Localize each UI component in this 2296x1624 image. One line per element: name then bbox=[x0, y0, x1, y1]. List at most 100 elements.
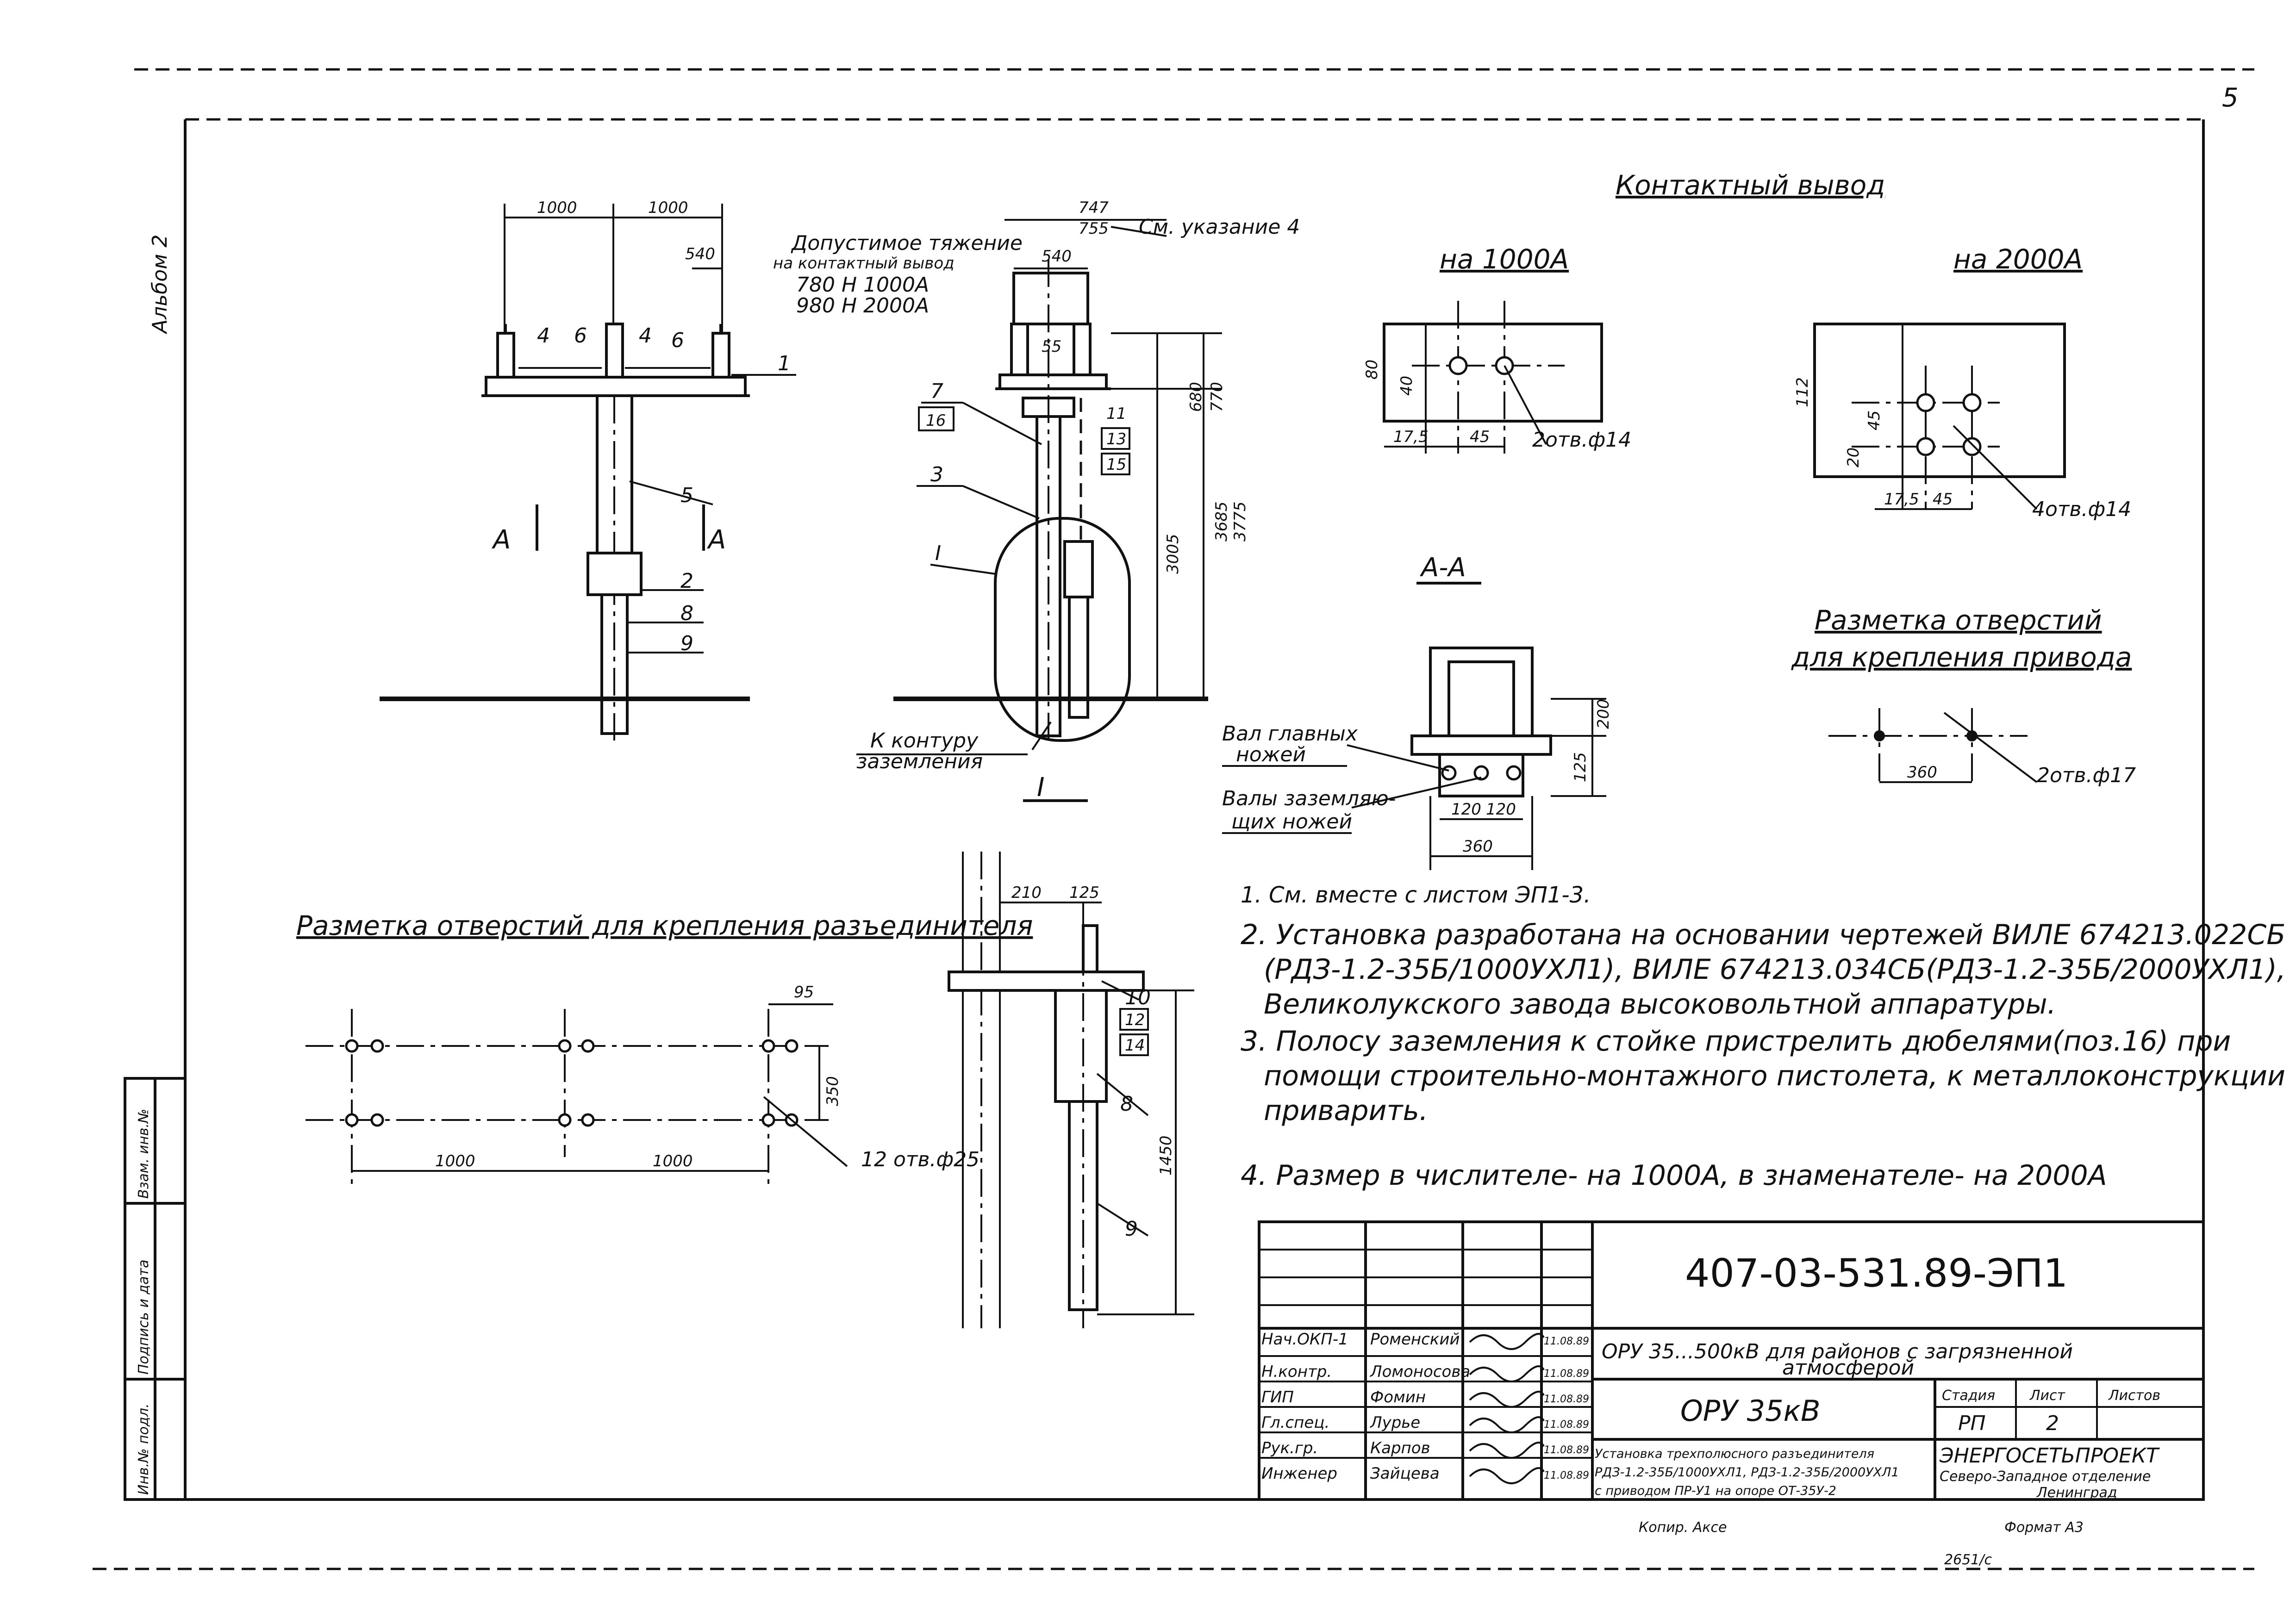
c2000-dim-45v: 45 bbox=[1865, 411, 1884, 430]
disc-holes: 12 отв.ф25 bbox=[861, 1148, 980, 1171]
disc-hole bbox=[370, 1113, 384, 1127]
callout-15-box bbox=[1101, 453, 1130, 475]
stage-value: РП bbox=[1958, 1412, 1986, 1435]
staff-name: Роменский bbox=[1370, 1330, 1460, 1349]
contact-2000-holes: 4отв.ф14 bbox=[2032, 498, 2131, 521]
object-name: ОРУ 35кВ bbox=[1680, 1394, 1821, 1428]
detail-i-mark: I bbox=[935, 541, 941, 565]
staff-role: ГИП bbox=[1261, 1388, 1294, 1406]
callout-4: 4 bbox=[537, 324, 550, 348]
org-name-2: Северо-Западное отделение bbox=[1940, 1468, 2151, 1485]
sheet-title-3: с приводом ПР-У1 на опоре ОТ-35У-2 bbox=[1595, 1484, 1836, 1498]
contact-1000-holes: 2отв.ф14 bbox=[1532, 428, 1631, 452]
contact-1000-hole bbox=[1448, 356, 1468, 375]
staff-date: 11.08.89 bbox=[1544, 1419, 1589, 1431]
aa-box-inner bbox=[1447, 660, 1515, 737]
callout-13: 13 bbox=[1106, 430, 1126, 448]
detail-dim-210: 210 bbox=[1011, 884, 1042, 902]
note-2b: (РДЗ-1.2-35Б/1000УХЛ1), ВИЛЕ 674213.034С… bbox=[1264, 953, 2296, 986]
note-1: 1. См. вместе с листом ЭП1-3. bbox=[1241, 882, 1591, 908]
leader-5 bbox=[629, 480, 713, 505]
aa-dim-120b: 120 bbox=[1486, 800, 1516, 819]
leader-7-diag bbox=[962, 402, 1042, 445]
sheet-value: 2 bbox=[2046, 1412, 2059, 1435]
see-note-leader bbox=[1111, 226, 1167, 237]
c2000-dim-17-5: 17,5 bbox=[1884, 490, 1919, 509]
contact-2000-label: на 2000А bbox=[1953, 243, 2083, 275]
contact-2000-hole bbox=[1916, 437, 1935, 456]
title-block: 407-03-531.89-ЭП1 ОРУ 35...500кВ для рай… bbox=[1258, 1220, 2205, 1568]
c1000-dim-17-5: 17,5 bbox=[1393, 428, 1429, 446]
front-dim-3: 540 bbox=[685, 245, 715, 263]
staff-role: Н.контр. bbox=[1261, 1363, 1332, 1381]
c2000-holes-leader bbox=[1953, 425, 2038, 510]
ground-shaft-note-2: щих ножей bbox=[1231, 810, 1352, 834]
front-dim-2: 1000 bbox=[648, 199, 688, 217]
aa-shaft bbox=[1506, 765, 1522, 781]
drive-hole bbox=[1874, 730, 1885, 741]
note-3: 3. Полосу заземления к стойке пристрелит… bbox=[1241, 1025, 2231, 1058]
sheet-title-1: Установка трехполюсного разъединителя bbox=[1595, 1447, 1874, 1461]
insulator bbox=[605, 323, 624, 379]
section-aa: А-А 200 125 120 120 360 Вал главных ноже… bbox=[1222, 553, 1613, 870]
contact-terminal: Контактный вывод на 1000А 80 40 17,5 45 … bbox=[1363, 169, 2131, 521]
aa-dim-360: 360 bbox=[1463, 837, 1493, 856]
side-beam bbox=[998, 373, 1108, 390]
signature bbox=[1469, 1467, 1545, 1484]
page-number: 5 bbox=[2222, 83, 2239, 113]
note-2c: Великолукского завода высоковольтной апп… bbox=[1264, 988, 2056, 1020]
section-aa-label: А-А bbox=[1420, 553, 1466, 583]
disc-marking-title: Разметка отверстий для крепления разъеди… bbox=[296, 910, 1033, 941]
callout-3: 3 bbox=[930, 463, 943, 486]
staff-date: 11.08.89 bbox=[1544, 1368, 1589, 1380]
clamp bbox=[586, 552, 643, 596]
callout-4b: 4 bbox=[639, 324, 652, 348]
main-shaft-note-1: Вал главных bbox=[1222, 722, 1358, 746]
insulator bbox=[496, 332, 515, 379]
ground-shaft-leader bbox=[1351, 777, 1482, 809]
signature bbox=[1469, 1391, 1545, 1408]
pole-lower bbox=[600, 593, 629, 735]
callout-14: 14 bbox=[1125, 1036, 1145, 1055]
side-dim-55: 55 bbox=[1042, 337, 1061, 356]
disconnector-marking: Разметка отверстий для крепления разъеди… bbox=[296, 910, 1033, 1185]
stamp-replace: Взам. инв.№ bbox=[136, 1109, 152, 1199]
note-3b: помощи строительно-монтажного пистолета,… bbox=[1264, 1060, 2285, 1092]
leader-3-diag bbox=[962, 485, 1040, 519]
callout-8: 8 bbox=[680, 602, 693, 625]
callout-16-box bbox=[918, 406, 955, 431]
staff-name: Ломоносова bbox=[1369, 1363, 1470, 1381]
org-name-3: Ленинград bbox=[2036, 1485, 2117, 1501]
callout-9: 9 bbox=[680, 632, 693, 655]
side-dim-755: 755 bbox=[1079, 219, 1109, 238]
disc-hole bbox=[581, 1039, 595, 1053]
callout-8b: 8 bbox=[1120, 1092, 1133, 1116]
disc-hole bbox=[345, 1039, 359, 1053]
callout-5: 5 bbox=[680, 484, 693, 507]
staff-role: Рук.гр. bbox=[1261, 1439, 1318, 1457]
section-mark-right: А bbox=[707, 525, 726, 555]
callout-10: 10 bbox=[1125, 986, 1151, 1009]
drive-rod bbox=[1068, 596, 1089, 719]
contact-2000-hole bbox=[1962, 393, 1982, 412]
contact-title: Контактный вывод bbox=[1616, 169, 1885, 201]
drive-holes: 2отв.ф17 bbox=[2037, 764, 2136, 787]
aa-dim-125: 125 bbox=[1571, 752, 1590, 782]
drive-hole bbox=[1966, 730, 1978, 741]
inv-number: 2651/с bbox=[1944, 1552, 1992, 1568]
load-note-1: Допустимое тяжение bbox=[791, 231, 1023, 255]
ground-note-leader bbox=[1031, 721, 1052, 751]
insulator bbox=[711, 332, 730, 379]
contact-1000-label: на 1000А bbox=[1440, 243, 1569, 275]
stamp-inv: Инв.№ подл. bbox=[136, 1404, 152, 1495]
ground-note-2: заземления bbox=[856, 750, 983, 773]
aa-shaft bbox=[1441, 765, 1457, 781]
album-label: Альбом 2 bbox=[148, 235, 172, 335]
main-shaft-note-2: ножей bbox=[1236, 743, 1306, 766]
side-insulator bbox=[1010, 323, 1029, 376]
ground-shaft-note-1: Валы заземляю- bbox=[1222, 787, 1396, 810]
disc-hole bbox=[558, 1039, 572, 1053]
disc-hole bbox=[761, 1113, 775, 1127]
drawing-code: 407-03-531.89-ЭП1 bbox=[1685, 1251, 2068, 1296]
disc-hole bbox=[581, 1113, 595, 1127]
